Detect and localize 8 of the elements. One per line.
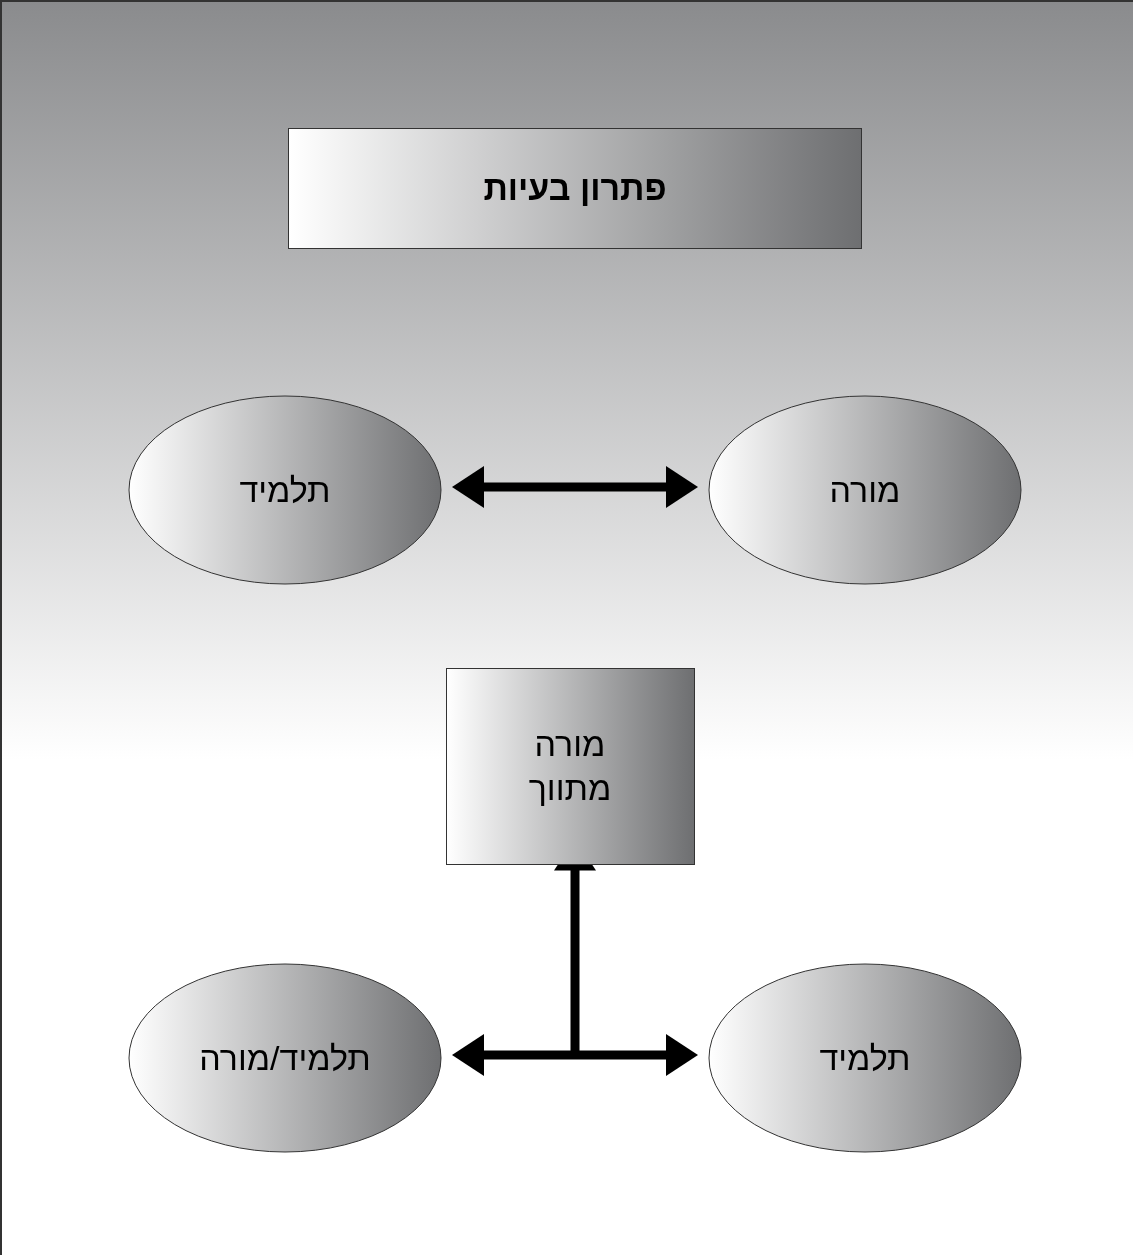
ellipse-node: תלמיד: [128, 395, 442, 585]
ellipse-node: תלמיד: [708, 963, 1022, 1153]
ellipse-node: תלמיד/מורה: [128, 963, 442, 1153]
process-box: פתרון בעיות: [288, 127, 862, 249]
arrow: [452, 466, 698, 508]
arrow: [452, 1034, 698, 1076]
process-box: מורה מתווך: [445, 667, 695, 865]
ellipse-node: מורה: [708, 395, 1022, 585]
